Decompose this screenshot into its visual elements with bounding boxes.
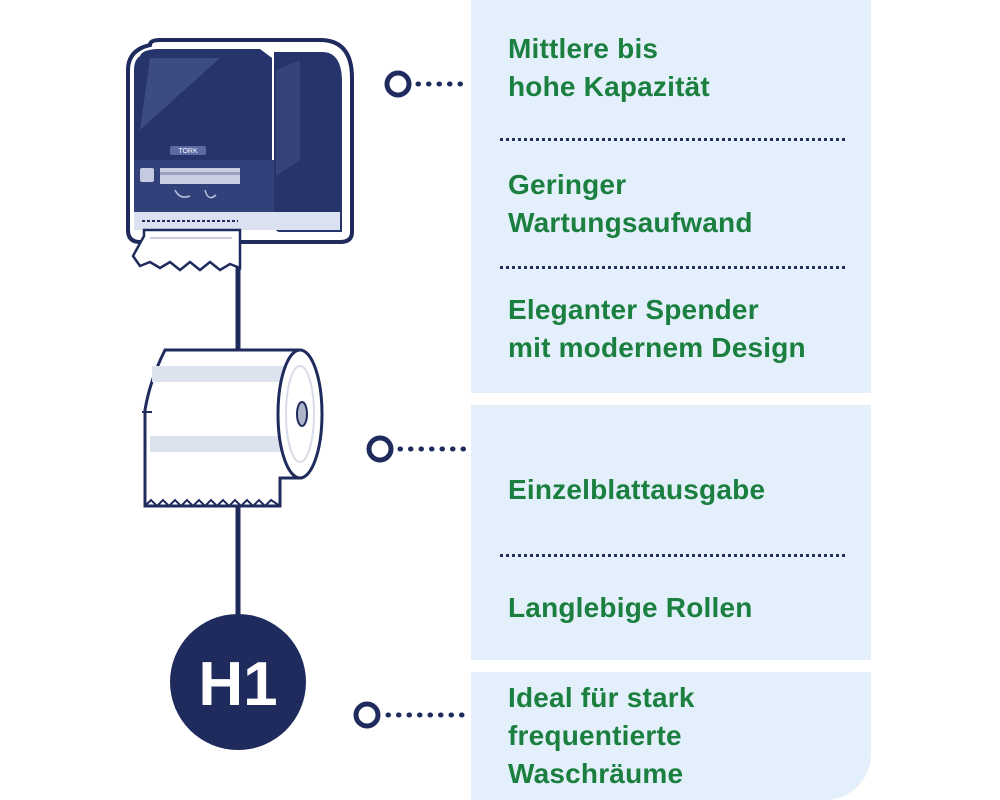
feature-long-rolls-line-1: Langlebige Rollen	[508, 592, 753, 623]
feature-high-traffic-line-3: Waschräume	[508, 758, 684, 789]
feature-long-rolls: Langlebige Rollen	[508, 589, 753, 627]
feature-panel-system	[471, 672, 871, 800]
feature-single-sheet: Einzelblattausgabe	[508, 471, 765, 509]
dotted-separator	[500, 266, 845, 269]
feature-maintenance-line-2: Wartungsaufwand	[508, 207, 753, 238]
feature-design-line-2: mit modernem Design	[508, 332, 806, 363]
feature-high-traffic: Ideal für stark frequentierte Waschräume	[508, 679, 695, 793]
feature-high-traffic-line-1: Ideal für stark	[508, 682, 695, 713]
callout-marker-dispenser	[384, 70, 473, 98]
feature-high-traffic-line-2: frequentierte	[508, 720, 682, 751]
feature-capacity-line-1: Mittlere bis	[508, 33, 659, 64]
dotted-separator	[500, 138, 845, 141]
feature-design: Eleganter Spender mit modernem Design	[508, 291, 806, 367]
feature-maintenance-line-1: Geringer	[508, 169, 627, 200]
feature-panel-roll	[471, 405, 871, 660]
callout-marker-roll	[366, 435, 473, 463]
feature-capacity-line-2: hohe Kapazität	[508, 71, 710, 102]
dotted-separator	[500, 554, 845, 557]
feature-design-line-1: Eleganter Spender	[508, 294, 759, 325]
towel-dispenser: TORK	[126, 38, 354, 244]
callout-marker-system	[353, 701, 473, 729]
feature-capacity: Mittlere bis hohe Kapazität	[508, 30, 710, 106]
feature-single-sheet-line-1: Einzelblattausgabe	[508, 474, 766, 505]
paper-roll	[142, 348, 324, 508]
feature-panel-dispenser	[471, 0, 871, 393]
dispenser-brand-logo: TORK	[178, 148, 198, 155]
towel-sheet	[131, 228, 242, 272]
h1-badge-label: H1	[198, 650, 277, 719]
feature-maintenance: Geringer Wartungsaufwand	[508, 166, 753, 242]
h1-badge: H1	[170, 614, 306, 750]
